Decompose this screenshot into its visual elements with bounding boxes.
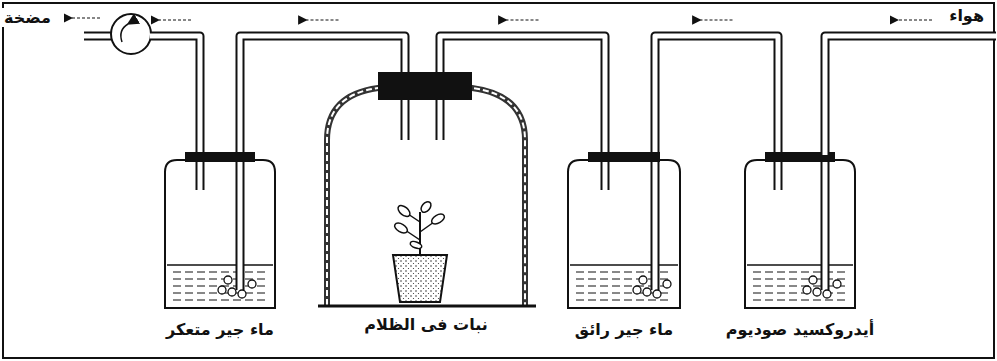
air-inlet-pipe-bore [825,36,996,155]
vessel-label: أيدروكسيد صوديوم [724,320,876,339]
vessel-label: نبات فى الظلام [362,315,489,334]
tube-bore [440,36,605,152]
tube-bore [150,36,200,152]
bubble [803,286,811,294]
air-flow-arrow [898,19,932,20]
bubble [643,288,651,296]
bell-jar-node: نبات فى الظلام [327,72,525,305]
gas-tube [240,20,405,152]
gas-tube [150,20,200,152]
liquid-hatch [753,300,847,301]
frame [3,3,994,358]
tube [440,36,605,152]
vessel-label: مضخة [2,8,53,27]
bubble [663,280,671,288]
bubble [633,286,641,294]
air-inlet-pipe [825,36,996,155]
bubble [639,276,647,284]
inner-tube-bore [823,152,828,290]
inner-tube [651,152,660,290]
stopper [588,152,660,162]
liquid-hatch [753,279,847,280]
inner-tube-bore [653,152,658,290]
bubble [248,280,256,288]
pump-node: مضخة [111,14,151,54]
inner-tube [821,152,830,290]
bubble [833,280,841,288]
tube [655,36,778,152]
pump-rotor [121,24,128,42]
flow-arrow [701,19,733,20]
pump-outlet-pipe [84,32,112,41]
inner-tube-bore [238,152,243,290]
liquid-hatch [753,293,847,294]
liquid-surface [747,264,853,266]
flow-arrow [159,19,191,20]
bottle [568,160,680,308]
bubble [218,286,226,294]
liquid-hatch [173,272,267,273]
liquid-surface [570,264,678,266]
flow-arrow [307,19,339,20]
clear-limewater-bottle: ماء جير رائق [568,152,680,308]
liquid-hatch [173,279,267,280]
stopper [378,72,472,100]
bell-jar [327,88,525,305]
tube [150,36,200,152]
bell-jar-shading [327,88,525,305]
plant [393,200,446,256]
bubble [823,290,831,298]
bubble [653,290,661,298]
liquid-hatch [753,272,847,273]
base-plate [318,305,536,308]
vessel-label: ماء جير متعكر [164,320,276,339]
inner-tube [236,152,245,290]
turbid-limewater-bottle: ماء جير متعكر [165,152,275,308]
bubble [813,288,821,296]
tube-bore [655,36,778,152]
bubble [224,276,232,284]
stopper [185,152,255,162]
bubble [809,276,817,284]
flow-arrow [507,19,539,20]
tube [240,36,405,152]
liquid-hatch [576,300,672,301]
gas-tube [440,20,605,152]
bottle [745,160,855,308]
plant-pot [393,255,447,302]
bottle [165,160,275,308]
sodium-hydroxide-bottle: أيدروكسيد صوديوم [745,152,855,308]
tube-bore [240,36,405,152]
pump [111,14,151,54]
bubble [228,288,236,296]
vessel-label: ماء جير رائق [573,320,675,339]
gas-tube [655,20,778,152]
bubble [238,290,246,298]
stopper [378,72,472,100]
air-label: هواء [947,6,986,25]
vessels [165,90,855,308]
liquid-surface [167,264,273,266]
liquid-hatch [173,300,267,301]
pump-flow-arrow [72,17,100,18]
